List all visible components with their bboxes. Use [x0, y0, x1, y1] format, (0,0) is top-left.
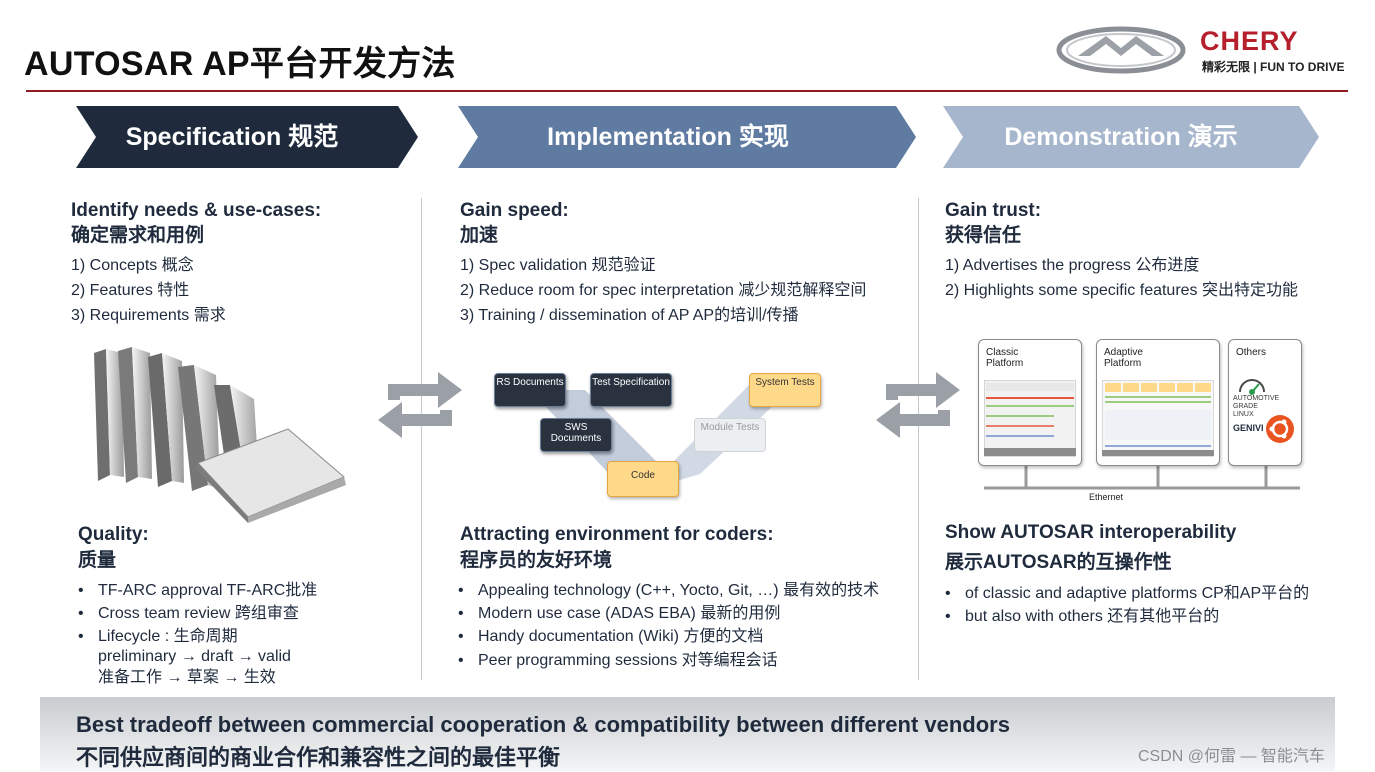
quality-lifecycle-en: preliminary → draft → valid [98, 648, 291, 665]
chery-logo-icon [1056, 26, 1186, 74]
system-tests-box: System Tests [749, 373, 821, 407]
attract-item: Handy documentation (Wiki) 方便的文档 [458, 625, 763, 648]
impl-heading-en: Gain speed: [460, 200, 569, 221]
demo-item: 1) Advertises the progress 公布进度 [945, 257, 1200, 274]
attract-item: Appealing technology (C++, Yocto, Git, …… [458, 579, 879, 602]
chevron-label-implementation: Implementation 实现 [547, 123, 789, 151]
impl-item: 1) Spec validation 规范验证 [460, 257, 656, 274]
footer-banner [40, 697, 1335, 771]
demo-heading-zh: 获得信任 [945, 225, 1022, 246]
others-platform-box: Others AUTOMOTIVE GRADE LINUX GENIVI [1228, 339, 1302, 466]
agl-logo-icon [1239, 379, 1265, 395]
test-specification-box: Test Specification [590, 373, 672, 407]
attract-item: Modern use case (ADAS EBA) 最新的用例 [458, 602, 780, 625]
quality-item: Lifecycle : 生命周期 [78, 625, 238, 648]
watermark: CSDN @何雷 — 智能汽车 [1138, 748, 1325, 765]
sws-documents-box: SWS Documents [540, 418, 612, 452]
demo-item: 2) Highlights some specific features 突出特… [945, 282, 1299, 299]
module-tests-box: Module Tests [694, 418, 766, 452]
chevron-label-specification: Specification 规范 [125, 123, 339, 151]
genivi-label: GENIVI [1233, 423, 1264, 433]
classic-layer-stack [984, 380, 1076, 457]
quality-lifecycle-zh: 准备工作 → 草案 → 生效 [98, 669, 276, 686]
spec-item: 2) Features 特性 [71, 282, 190, 299]
impl-item: 2) Reduce room for spec interpretation 减… [460, 282, 867, 299]
attract-heading-zh: 程序员的友好环境 [460, 550, 613, 571]
spec-item: 3) Requirements 需求 [71, 307, 226, 324]
code-box: Code [607, 461, 679, 497]
adaptive-layer-stack [1102, 380, 1214, 457]
show-heading-zh: 展示AUTOSAR的互操作性 [945, 552, 1172, 573]
quality-item: Cross team review 跨组审查 [78, 602, 299, 625]
chevron-implementation [458, 106, 916, 168]
ethernet-label: Ethernet [1089, 492, 1124, 502]
column-divider [918, 198, 919, 680]
attract-heading-en: Attracting environment for coders: [460, 524, 774, 545]
demo-heading-en: Gain trust: [945, 200, 1042, 221]
column-divider [421, 198, 422, 680]
classic-platform-label: Classic Platform [986, 347, 1024, 369]
ubuntu-logo-icon [1266, 415, 1294, 443]
cycle-arrows-icon [876, 372, 960, 438]
quality-heading-en: Quality: [78, 524, 149, 545]
chevron-specification [76, 106, 418, 168]
footer-text-en: Best tradeoff between commercial coopera… [76, 712, 1010, 737]
adaptive-platform-label: Adaptive Platform [1104, 347, 1143, 369]
show-item: but also with others 还有其他平台的 [945, 605, 1219, 628]
page-title: AUTOSAR AP平台开发方法 [24, 45, 456, 83]
spec-heading-zh: 确定需求和用例 [71, 225, 205, 246]
agl-label: AUTOMOTIVE GRADE LINUX [1233, 395, 1280, 418]
classic-platform-box: Classic Platform [978, 339, 1082, 466]
cycle-arrows-icon [378, 372, 462, 438]
rs-documents-box: RS Documents [494, 373, 566, 407]
show-item: of classic and adaptive platforms CP和AP平… [945, 582, 1309, 605]
footer-text-zh: 不同供应商间的商业合作和兼容性之间的最佳平衡 [76, 745, 561, 770]
books-illustration [94, 347, 346, 523]
spec-heading-en: Identify needs & use-cases: [71, 200, 322, 221]
impl-heading-zh: 加速 [460, 225, 499, 246]
chevron-label-demonstration: Demonstration 演示 [1004, 123, 1238, 151]
show-heading-en: Show AUTOSAR interoperability [945, 522, 1237, 543]
others-platform-label: Others [1236, 347, 1267, 358]
chevron-demonstration [943, 106, 1319, 168]
spec-item: 1) Concepts 概念 [71, 257, 194, 274]
adaptive-platform-box: Adaptive Platform [1096, 339, 1220, 466]
ethernet-bus [984, 464, 1300, 490]
brand-name: CHERY [1200, 26, 1299, 56]
quality-heading-zh: 质量 [78, 550, 117, 571]
quality-item: TF-ARC approval TF-ARC批准 [78, 579, 317, 602]
impl-item: 3) Training / dissemination of AP AP的培训/… [460, 307, 799, 324]
header-divider [26, 90, 1348, 92]
attract-item: Peer programming sessions 对等编程会话 [458, 649, 778, 672]
brand-slogan: 精彩无限 | FUN TO DRIVE [1202, 60, 1345, 74]
